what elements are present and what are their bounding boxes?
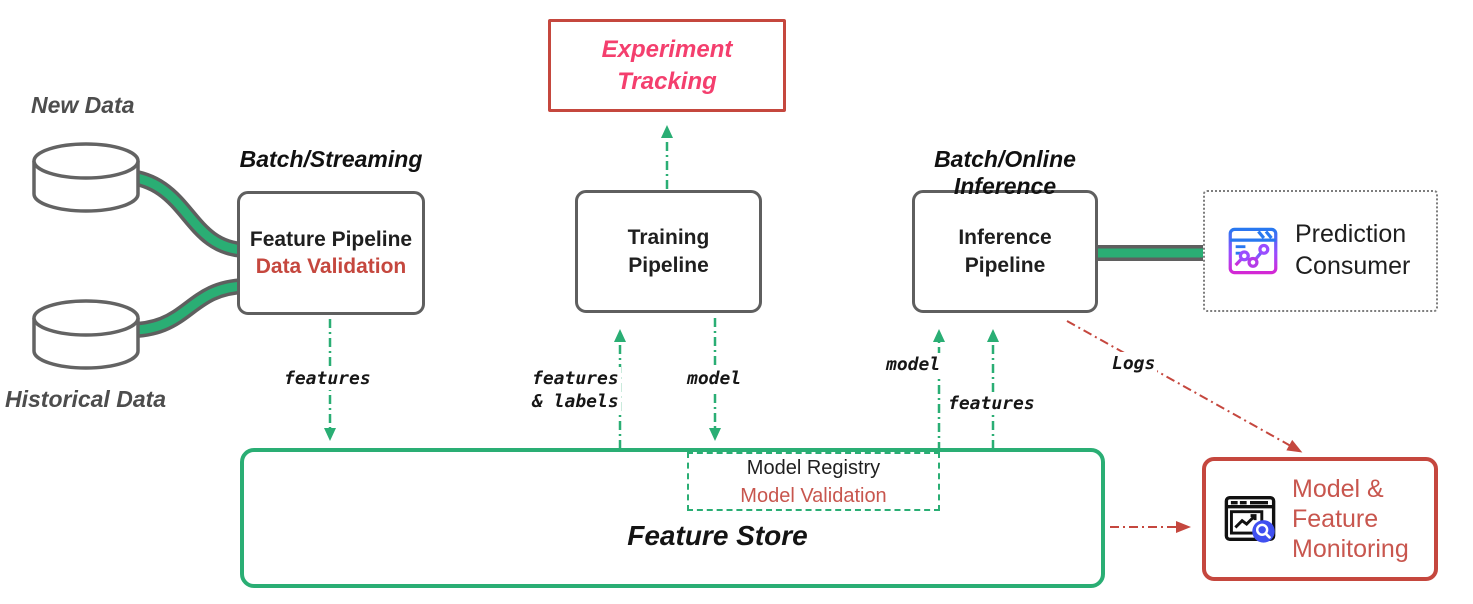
prediction-consumer-label: Prediction Consumer: [1295, 220, 1411, 280]
training-pipeline-label: Training Pipeline: [627, 226, 710, 277]
model-feature-monitoring-box: Model & Feature Monitoring: [1202, 457, 1438, 581]
batch-streaming-label: Batch/Streaming: [239, 146, 423, 172]
prediction-consumer-box: Prediction Consumer: [1203, 190, 1438, 312]
inference-pipeline-label: Inference Pipeline: [958, 226, 1052, 277]
pipe-new-data-to-feature-pipeline: [119, 168, 246, 258]
training-pipeline-box: Training Pipeline: [575, 190, 762, 313]
historical-data-label: Historical Data: [5, 386, 167, 412]
edge-label-model-inference: model: [884, 353, 943, 377]
feature-store-label: Feature Store: [627, 520, 808, 551]
edge-label-features-inference: features: [946, 392, 1037, 416]
pipe-historical-data-to-feature-pipeline: [119, 278, 246, 339]
data-validation-label: Data Validation: [255, 255, 407, 278]
edge-label-labels-line: & labels: [532, 391, 619, 413]
new-data-database-icon: [32, 142, 140, 213]
model-registry-label: Model Registry: [746, 456, 881, 479]
edge-label-features-store: features: [282, 367, 373, 391]
feature-pipeline-title: Feature Pipeline: [249, 227, 413, 251]
edge-label-features-and-labels: features & labels: [530, 367, 621, 414]
new-data-label: New Data: [31, 92, 135, 118]
batch-online-inference-label: Batch/Online Inference: [934, 146, 1076, 199]
historical-data-database-icon: [32, 299, 140, 370]
edge-label-features-line: features: [532, 368, 619, 389]
model-feature-monitoring-label: Model & Feature Monitoring: [1292, 475, 1409, 563]
feature-pipeline-box: Feature Pipeline Data Validation: [237, 191, 425, 315]
experiment-tracking-label: Experiment Tracking: [601, 36, 733, 95]
inference-pipeline-box: Inference Pipeline: [912, 190, 1098, 313]
feature-store-box: Feature Store: [240, 448, 1105, 588]
edge-label-logs: Logs: [1110, 352, 1158, 376]
model-validation-label: Model Validation: [740, 484, 887, 507]
arrow-logs-to-monitoring: [1066, 320, 1303, 453]
experiment-tracking-box: Experiment Tracking: [548, 19, 786, 112]
edge-label-model-registry: model: [685, 367, 744, 391]
monitor-search-icon: [1224, 495, 1276, 543]
model-registry-box: Model Registry Model Validation: [687, 452, 940, 511]
chart-window-icon: [1228, 227, 1278, 275]
